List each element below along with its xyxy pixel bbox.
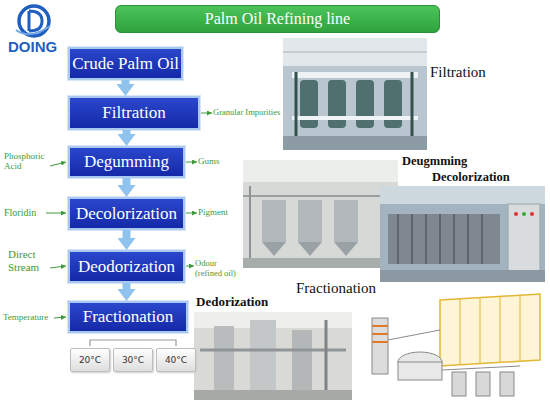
fractionation-illustration xyxy=(355,294,545,400)
photo-caption: Deugmming xyxy=(402,154,467,168)
process-box: Fractionation xyxy=(68,301,188,333)
decolorization-photo xyxy=(380,186,545,282)
output-label: Odour (refined oil) xyxy=(195,259,243,279)
logo-text: DOING xyxy=(8,38,57,55)
node-text: Degumming xyxy=(84,152,169,172)
node-text: Decolorization xyxy=(76,204,177,224)
process-box: Decolorization xyxy=(68,197,185,230)
logo-symbol xyxy=(16,6,50,36)
output-label: Pigment xyxy=(198,207,228,217)
title-text: Palm Oil Refining line xyxy=(205,10,350,28)
process-box: Filtration xyxy=(68,96,200,130)
output-label: Granular Impurities xyxy=(213,108,280,118)
flow-arrow xyxy=(123,283,131,289)
input-label: Direct Stream xyxy=(8,248,50,273)
node-text: Filtration xyxy=(102,103,165,123)
input-label: Phosphoric Acid xyxy=(4,151,54,172)
process-box: Crude Palm Oil xyxy=(68,47,183,80)
flow-arrow xyxy=(122,80,130,84)
temperature-box: 30°C xyxy=(113,348,153,372)
input-label: Floridin xyxy=(4,207,36,219)
temperature-bracket xyxy=(90,340,176,346)
photo-caption: Dedorization xyxy=(196,295,268,310)
node-text: 20°C xyxy=(79,355,101,365)
node-text: Crude Palm Oil xyxy=(72,54,179,74)
node-text: 30°C xyxy=(122,355,144,365)
flow-arrow xyxy=(123,178,131,185)
flow-arrow xyxy=(123,230,131,238)
node-text: 40°C xyxy=(165,355,187,365)
node-text: Deodorization xyxy=(78,257,175,277)
leader-arrows xyxy=(46,113,212,318)
node-text: Fractionation xyxy=(83,307,174,327)
process-box: Degumming xyxy=(68,146,185,178)
photo-caption: Fractionation xyxy=(296,280,376,297)
photo-caption: Decolorization xyxy=(432,170,510,184)
title-banner: Palm Oil Refining line xyxy=(115,5,440,33)
output-label: Gums xyxy=(198,156,220,166)
process-box: Deodorization xyxy=(68,250,185,283)
filtration-photo xyxy=(283,38,427,150)
temperature-box: 40°C xyxy=(156,348,196,372)
input-label: Temperature xyxy=(3,312,48,322)
temperature-box: 20°C xyxy=(70,348,110,372)
photo-caption: Filtration xyxy=(430,64,486,81)
deodorization-photo xyxy=(194,312,352,400)
degumming-photo xyxy=(243,160,398,268)
flow-arrow xyxy=(123,130,131,134)
